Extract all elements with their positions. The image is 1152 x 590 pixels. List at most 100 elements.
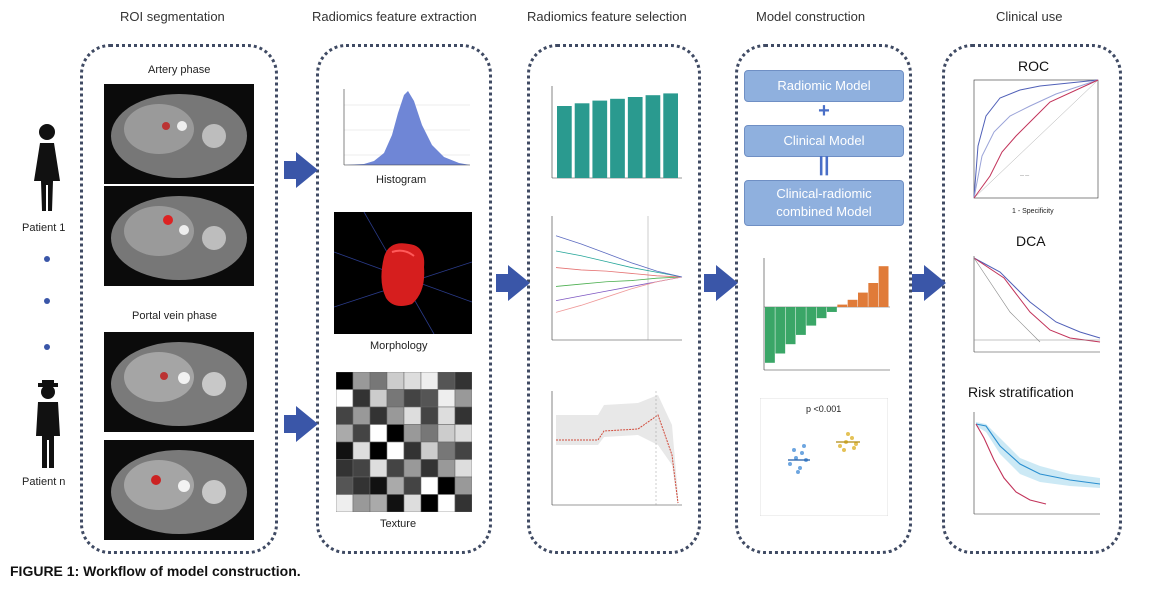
- waterfall-bar: [847, 299, 858, 307]
- texture-cell: [386, 424, 405, 443]
- waterfall-bar: [775, 307, 786, 354]
- texture-cell: [369, 476, 388, 495]
- combined-model-line1: Clinical-radiomic: [776, 186, 872, 201]
- texture-cell: [336, 372, 354, 390]
- waterfall-bar: [806, 307, 817, 326]
- texture-cell: [386, 372, 405, 390]
- flow-arrow-icon: [704, 265, 738, 301]
- roc-curve-plot: — —: [960, 76, 1104, 208]
- waterfall-bar: [765, 307, 775, 363]
- texture-cell: [369, 424, 388, 443]
- texture-cell: [386, 494, 405, 512]
- panel-extraction: [316, 44, 492, 554]
- texture-cell: [386, 476, 405, 495]
- feature-bar: [592, 100, 608, 178]
- texture-cell: [403, 441, 422, 460]
- feature-bar: [610, 98, 625, 178]
- equals-symbol: ||: [818, 154, 830, 176]
- header-model: Model construction: [756, 9, 866, 24]
- flow-arrow-icon: [912, 265, 946, 301]
- texture-cell: [437, 476, 456, 495]
- texture-cell: [386, 406, 405, 425]
- plus-symbol: +: [818, 100, 830, 122]
- risk-stratification-title: Risk stratification: [968, 384, 1074, 400]
- mri-artery-image-2: [104, 186, 254, 286]
- texture-cell: [403, 424, 422, 443]
- texture-cell: [437, 494, 456, 512]
- waterfall-bar: [827, 307, 837, 312]
- texture-cell: [403, 459, 422, 478]
- histogram-plot: [334, 85, 474, 169]
- texture-cell: [454, 476, 472, 495]
- texture-cell: [403, 389, 422, 408]
- flow-arrow-icon: [284, 406, 318, 442]
- texture-cell: [454, 389, 472, 408]
- waterfall-bar: [878, 266, 889, 307]
- header-roi: ROI segmentation: [120, 9, 225, 24]
- lasso-series-line: [555, 250, 683, 278]
- header-clinical: Clinical use: [996, 9, 1063, 24]
- feature-bar: [574, 103, 590, 178]
- dca-curve-plot: [960, 252, 1104, 360]
- texture-cell: [386, 459, 405, 478]
- ellipsis-dot: [44, 256, 50, 262]
- texture-cell: [352, 389, 371, 408]
- roc-title: ROC: [1018, 58, 1050, 74]
- flow-arrow-icon: [284, 152, 318, 188]
- dca-title: DCA: [1016, 233, 1046, 249]
- waterfall-bar: [868, 283, 879, 307]
- texture-cell: [369, 494, 388, 512]
- mri-portal-image-2: [104, 440, 254, 540]
- texture-cell: [403, 372, 422, 390]
- combined-model-box: Clinical-radiomic combined Model: [744, 180, 904, 226]
- texture-cell: [420, 389, 439, 408]
- waterfall-bar: [816, 307, 827, 319]
- clinical-model-box: Clinical Model: [744, 125, 904, 157]
- texture-cell: [403, 476, 422, 495]
- texture-cell: [403, 406, 422, 425]
- texture-cell: [386, 441, 405, 460]
- texture-cell: [420, 476, 439, 495]
- texture-label: Texture: [380, 518, 417, 530]
- female-patient-icon: [34, 124, 60, 211]
- texture-cell: [336, 459, 354, 478]
- waterfall-bar: [837, 304, 848, 307]
- waterfall-bar: [785, 307, 796, 345]
- texture-cell: [437, 389, 456, 408]
- ellipsis-dot: [44, 298, 50, 304]
- texture-cell: [420, 406, 439, 425]
- combined-model-line2: combined Model: [776, 204, 872, 219]
- texture-cell: [386, 389, 405, 408]
- texture-cell: [454, 406, 472, 425]
- portal-phase-label: Portal vein phase: [132, 310, 217, 322]
- radiomic-model-box: Radiomic Model: [744, 70, 904, 102]
- texture-cell: [454, 441, 472, 460]
- texture-cell: [437, 372, 456, 390]
- morphology-3d-render: [334, 212, 472, 334]
- texture-cell: [420, 459, 439, 478]
- texture-cell: [437, 424, 456, 443]
- texture-cell: [437, 441, 456, 460]
- texture-cell: [352, 476, 371, 495]
- lasso-path-plot: [538, 210, 686, 350]
- male-patient-icon: [36, 380, 60, 468]
- score-waterfall-chart: [750, 252, 895, 380]
- mri-artery-image-1: [104, 84, 254, 184]
- texture-cell: [369, 406, 388, 425]
- feature-bar: [557, 106, 572, 178]
- histogram-label: Histogram: [376, 174, 427, 186]
- texture-cell: [352, 424, 371, 443]
- cv-error-plot: [538, 385, 686, 515]
- waterfall-bar: [796, 307, 806, 335]
- flow-arrow-icon: [496, 265, 530, 301]
- texture-cell: [454, 372, 472, 390]
- feature-bar: [645, 95, 661, 178]
- morphology-label: Morphology: [370, 340, 428, 352]
- texture-cell: [369, 389, 388, 408]
- header-extraction: Radiomics feature extraction: [312, 9, 477, 24]
- roc-xlabel: 1 - Specificity: [1012, 208, 1054, 215]
- lasso-series-line: [555, 235, 683, 278]
- mri-portal-image-1: [104, 332, 254, 432]
- texture-cell: [420, 424, 439, 443]
- texture-cell: [369, 459, 388, 478]
